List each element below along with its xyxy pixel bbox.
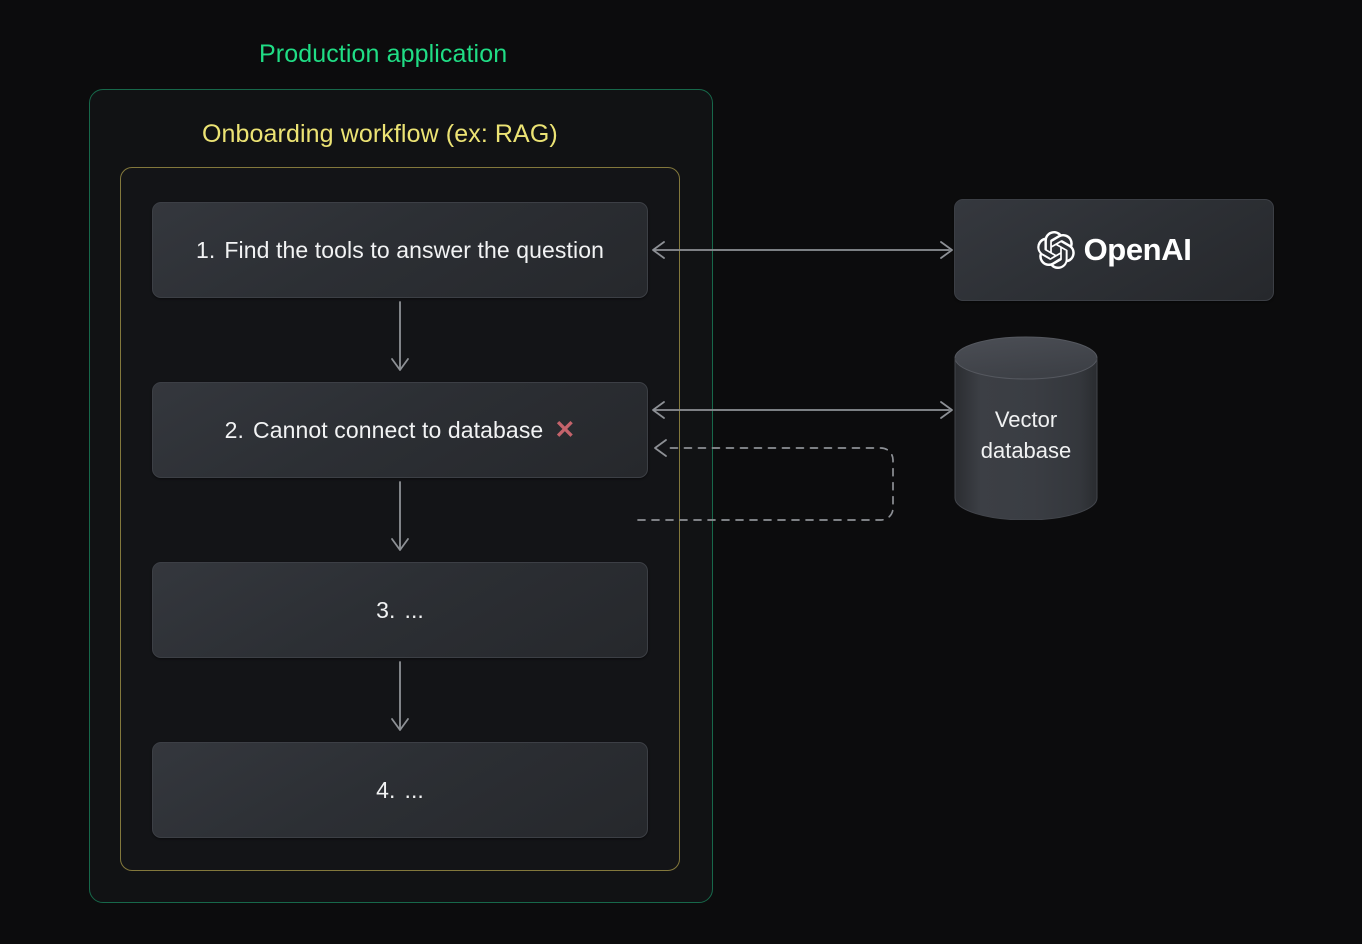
- database-cylinder-icon: [953, 336, 1099, 520]
- step-3-text: ...: [404, 597, 423, 624]
- workflow-step-2[interactable]: 2. Cannot connect to database ✕: [152, 382, 648, 478]
- step-3-number: 3.: [376, 597, 395, 624]
- step-1-number: 1.: [196, 237, 215, 264]
- onboarding-workflow-label: Onboarding workflow (ex: RAG): [202, 120, 558, 149]
- step-1-text: Find the tools to answer the question: [224, 237, 604, 264]
- workflow-step-1[interactable]: 1. Find the tools to answer the question: [152, 202, 648, 298]
- step-2-number: 2.: [225, 417, 244, 444]
- workflow-step-4[interactable]: 4. ...: [152, 742, 648, 838]
- workflow-step-3[interactable]: 3. ...: [152, 562, 648, 658]
- openai-node[interactable]: OpenAI: [954, 199, 1274, 301]
- openai-logo-icon: [1037, 231, 1075, 269]
- step-2-text: Cannot connect to database: [253, 417, 543, 444]
- step-4-text: ...: [404, 777, 423, 804]
- vector-database-node[interactable]: Vector database: [953, 336, 1099, 520]
- step-4-number: 4.: [376, 777, 395, 804]
- openai-label: OpenAI: [1084, 232, 1192, 268]
- error-x-icon: ✕: [554, 418, 575, 443]
- production-application-label: Production application: [259, 40, 507, 69]
